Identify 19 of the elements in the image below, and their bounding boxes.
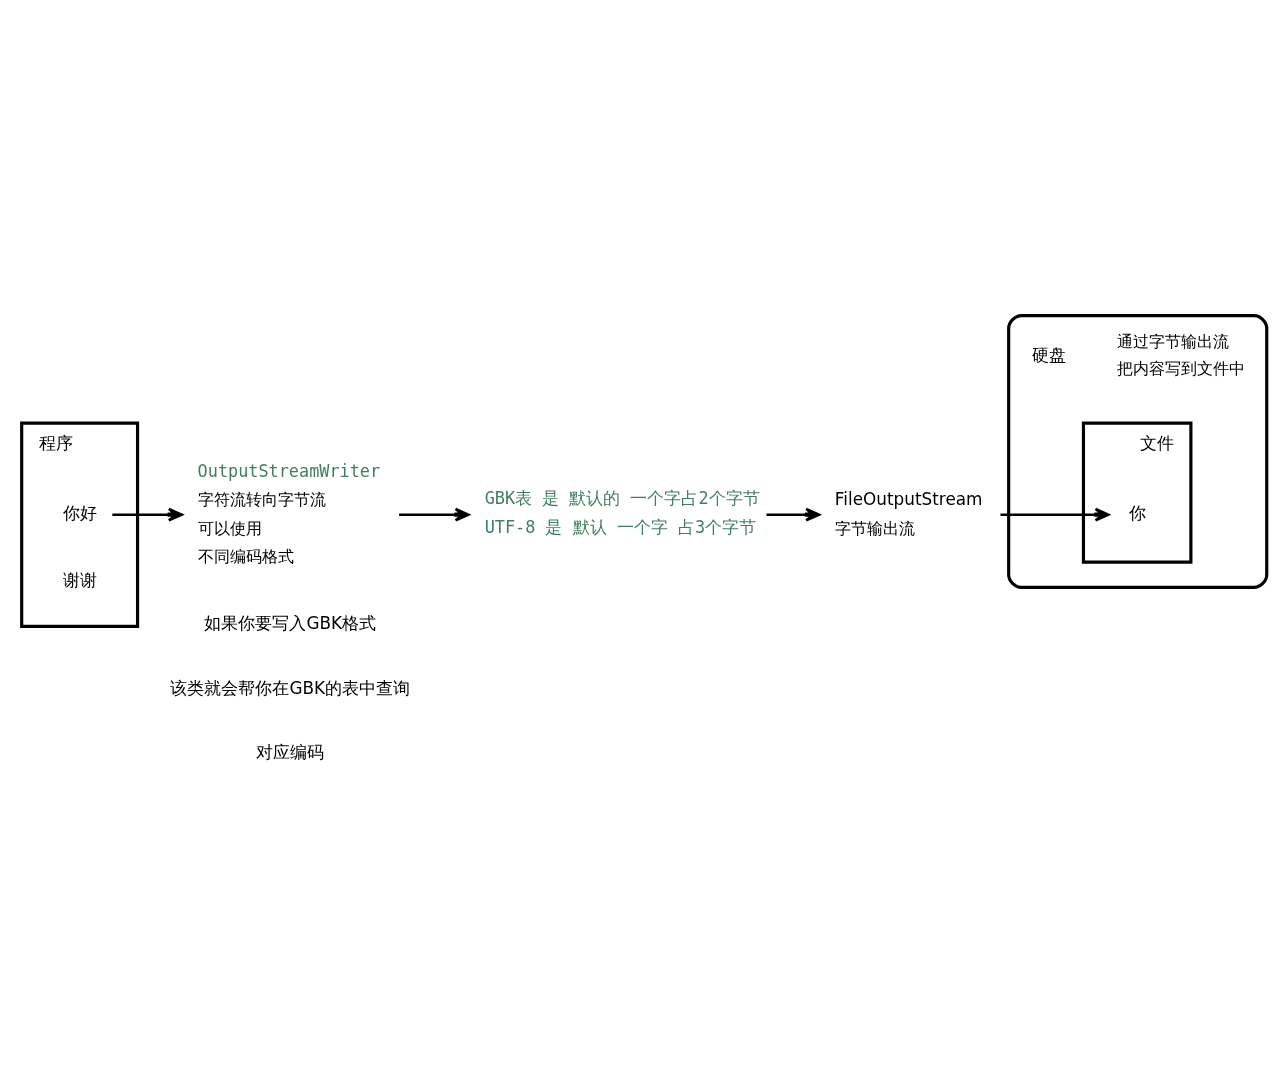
node-label: 通过字节输出流 <box>1116 332 1229 352</box>
node-text: 你 <box>1128 502 1146 523</box>
node-text: 你好 <box>62 502 97 523</box>
label: 谢谢 <box>62 570 97 591</box>
arrow <box>766 507 821 522</box>
label: 该类就会帮你在GBK的表中查询 <box>170 677 411 698</box>
label: 如果你要写入GBK格式 <box>204 613 377 634</box>
arrow <box>112 507 183 522</box>
node-text: GBK表 是 默认的 一个字占2个字节 UTF-8 是 默认 一个字 占3个字节 <box>484 487 760 538</box>
arrow <box>1000 507 1110 522</box>
node-text: OutputStreamWriter <box>197 460 381 481</box>
node-label: 把内容写到文件中 <box>1116 358 1245 378</box>
node-label: 不同编码格式 <box>197 547 294 567</box>
node-label: 字节输出流 <box>834 518 915 538</box>
label: 对应编码 <box>256 741 325 762</box>
arrow <box>399 507 470 522</box>
node-text: FileOutputStream <box>834 489 983 510</box>
node-label: 可以使用 <box>197 518 262 538</box>
node-label: 字符流转向字节流 <box>197 490 326 510</box>
